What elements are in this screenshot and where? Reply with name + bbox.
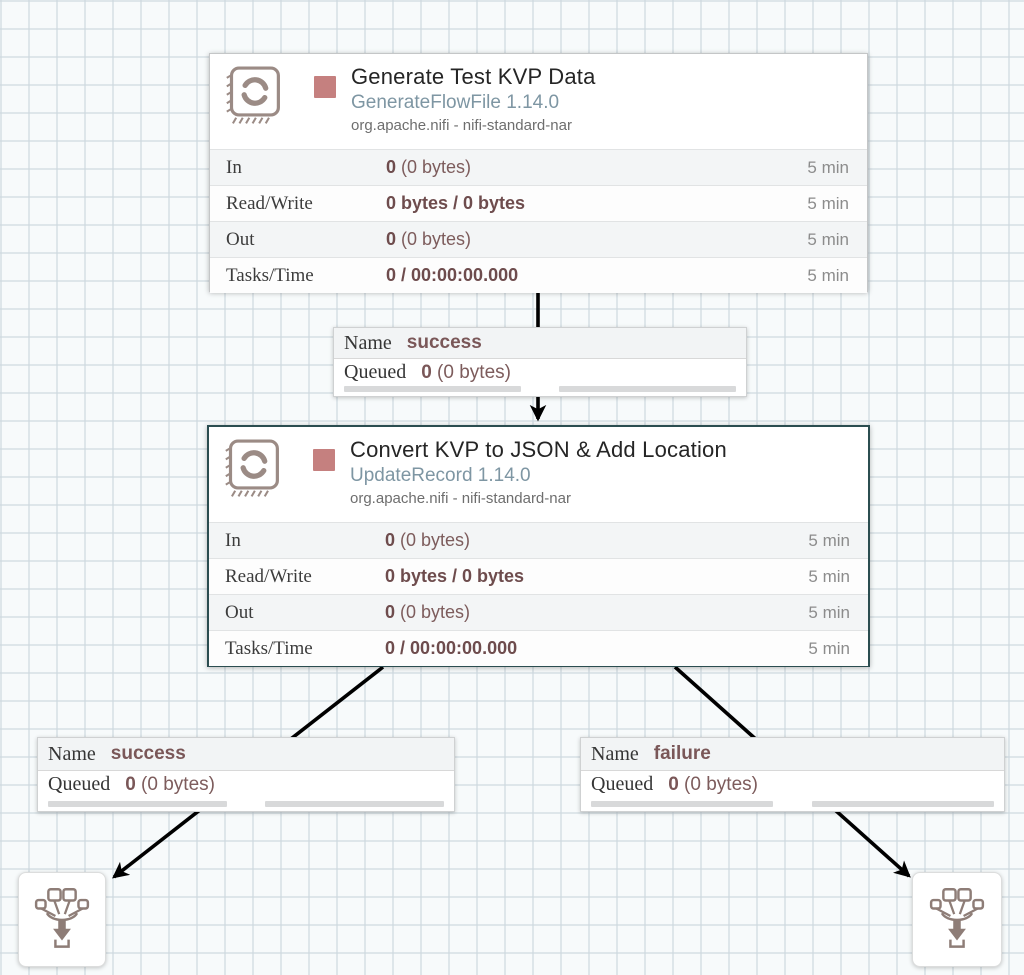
stat-value: 0 (0 bytes) <box>386 229 472 249</box>
stat-label: In <box>226 156 242 178</box>
connection-name-value: failure <box>653 743 711 764</box>
connection-name-label: Name <box>591 742 639 765</box>
connection-label-failure-right[interactable]: Name failure Queued 0 (0 bytes) <box>580 737 1005 812</box>
queue-count-bar <box>48 801 227 807</box>
processor-icon <box>224 63 284 140</box>
funnel-icon <box>33 885 91 954</box>
stat-label: Out <box>225 601 254 623</box>
stat-value: 0 (0 bytes) <box>385 602 471 622</box>
stopped-state-icon <box>313 449 335 471</box>
connection-queued-value: 0 (0 bytes) <box>125 773 215 795</box>
connection-name-value: success <box>110 743 186 764</box>
funnel-left[interactable] <box>18 872 106 967</box>
connection-queued-label: Queued <box>48 773 111 795</box>
stat-label: Tasks/Time <box>225 637 313 659</box>
queue-count-bar <box>344 386 522 392</box>
connection-queued-value: 0 (0 bytes) <box>421 361 511 383</box>
connection-name-label: Name <box>48 742 96 765</box>
stat-window: 5 min <box>807 265 849 285</box>
stat-value: 0 bytes / 0 bytes <box>386 193 526 213</box>
stat-row-out: Out 0 (0 bytes) 5 min <box>210 221 867 257</box>
connection-label-success-left[interactable]: Name success Queued 0 (0 bytes) <box>37 737 455 812</box>
stat-window: 5 min <box>808 602 850 622</box>
processor-title: Generate Test KVP Data <box>351 64 596 89</box>
stat-window: 5 min <box>807 229 849 249</box>
stat-value: 0 / 00:00:00.000 <box>385 638 518 658</box>
processor-generate-test-kvp-data[interactable]: Generate Test KVP Data GenerateFlowFile … <box>209 53 868 293</box>
stat-row-tasks-time: Tasks/Time 0 / 00:00:00.000 5 min <box>209 630 868 666</box>
connection-queued-label: Queued <box>344 361 407 383</box>
stat-value: 0 (0 bytes) <box>385 530 471 550</box>
stat-window: 5 min <box>808 638 850 658</box>
stat-window: 5 min <box>808 566 850 586</box>
processor-header: Convert KVP to JSON & Add Location Updat… <box>209 427 868 522</box>
funnel-right[interactable] <box>912 872 1002 967</box>
stat-row-read-write: Read/Write 0 bytes / 0 bytes 5 min <box>210 185 867 221</box>
stat-row-tasks-time: Tasks/Time 0 / 00:00:00.000 5 min <box>210 257 867 293</box>
processor-header: Generate Test KVP Data GenerateFlowFile … <box>210 54 867 149</box>
stat-row-in: In 0 (0 bytes) 5 min <box>210 149 867 185</box>
funnel-icon <box>928 885 986 954</box>
connection-queued-label: Queued <box>591 773 654 795</box>
stat-window: 5 min <box>807 157 849 177</box>
stat-label: Tasks/Time <box>226 264 314 286</box>
connection-name-value: success <box>406 332 482 353</box>
stat-row-out: Out 0 (0 bytes) 5 min <box>209 594 868 630</box>
processor-bundle: org.apache.nifi - nifi-standard-nar <box>351 117 572 134</box>
connection-label-success-mid[interactable]: Name success Queued 0 (0 bytes) <box>333 327 747 397</box>
stat-label: Read/Write <box>226 192 313 214</box>
stat-value: 0 / 00:00:00.000 <box>386 265 519 285</box>
connection-name-label: Name <box>344 331 392 354</box>
stat-value: 0 (0 bytes) <box>386 157 472 177</box>
processor-convert-kvp-to-json[interactable]: Convert KVP to JSON & Add Location Updat… <box>207 425 870 667</box>
stat-label: Out <box>226 228 255 250</box>
queue-size-bar <box>265 801 444 807</box>
stat-label: In <box>225 529 241 551</box>
processor-icon <box>223 436 283 513</box>
queue-size-bar <box>812 801 994 807</box>
processor-bundle: org.apache.nifi - nifi-standard-nar <box>350 490 571 507</box>
stopped-state-icon <box>314 76 336 98</box>
stat-window: 5 min <box>808 530 850 550</box>
processor-type: UpdateRecord 1.14.0 <box>350 465 531 486</box>
stat-value: 0 bytes / 0 bytes <box>385 566 525 586</box>
stat-label: Read/Write <box>225 565 312 587</box>
stat-window: 5 min <box>807 193 849 213</box>
processor-title: Convert KVP to JSON & Add Location <box>350 437 727 462</box>
stat-row-in: In 0 (0 bytes) 5 min <box>209 522 868 558</box>
stat-row-read-write: Read/Write 0 bytes / 0 bytes 5 min <box>209 558 868 594</box>
processor-type: GenerateFlowFile 1.14.0 <box>351 92 560 113</box>
connection-queued-value: 0 (0 bytes) <box>668 773 758 795</box>
queue-count-bar <box>591 801 773 807</box>
queue-size-bar <box>558 386 736 392</box>
